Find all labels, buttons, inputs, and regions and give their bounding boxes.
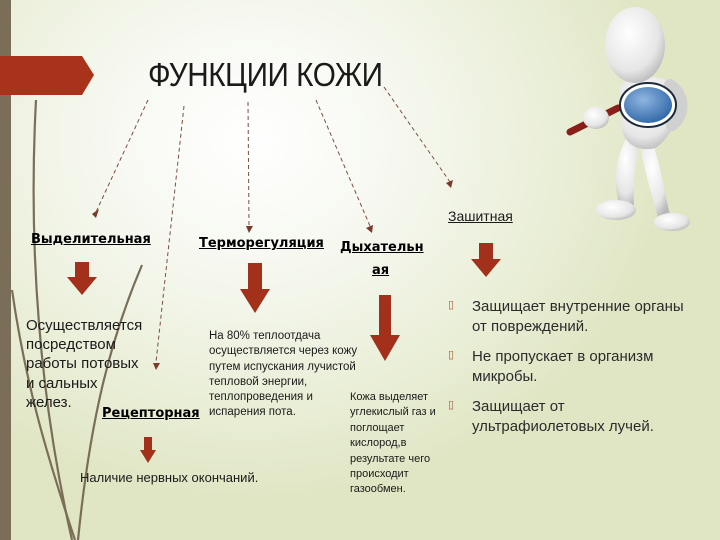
heading-thermoregulation: Терморегуляция	[199, 236, 324, 251]
slide-title: ФУНКЦИИ КОЖИ	[148, 56, 383, 93]
list-item: ▯Защищает от ультрафиолетовых лучей.	[448, 397, 654, 435]
description-thermoregulation: На 80% теплоотдача осуществляется через …	[209, 330, 358, 419]
down-arrow-icon	[370, 295, 400, 361]
heading-respiratory-line2: ая	[372, 263, 390, 278]
list-item: ▯Защищает внутренние органы от поврежден…	[448, 298, 684, 335]
bullet-icon: ▯	[448, 348, 455, 361]
title-accent-tab	[0, 56, 94, 95]
down-arrow-icon	[240, 263, 270, 313]
heading-receptor: Рецепторная	[102, 406, 200, 421]
bullet-icon: ▯	[448, 398, 455, 411]
heading-respiratory-line1: Дыхательн	[340, 240, 424, 255]
description-respiratory: Кожа выделяет углекислый газ и поглощает…	[350, 391, 436, 496]
protective-list: ▯Защищает внутренние органы от поврежден…	[448, 297, 688, 447]
bullet-icon: ▯	[448, 299, 455, 311]
heading-excretory: Выделительная	[31, 232, 151, 247]
description-excretory: Осуществляется посредством работы потовы…	[26, 317, 143, 411]
figure-with-magnifier-illustration	[566, 7, 690, 231]
description-receptor: Наличие нервных окончаний.	[80, 470, 259, 485]
sidebar-accent-bar	[0, 0, 11, 540]
down-arrow-icon	[471, 243, 501, 277]
magnifying-glass	[566, 82, 677, 136]
heading-protective: Зашитная	[448, 208, 513, 224]
down-arrow-icon	[67, 262, 97, 295]
down-arrow-icon	[140, 437, 156, 463]
list-item: ▯Не пропускает в организм микробы.	[448, 347, 654, 385]
